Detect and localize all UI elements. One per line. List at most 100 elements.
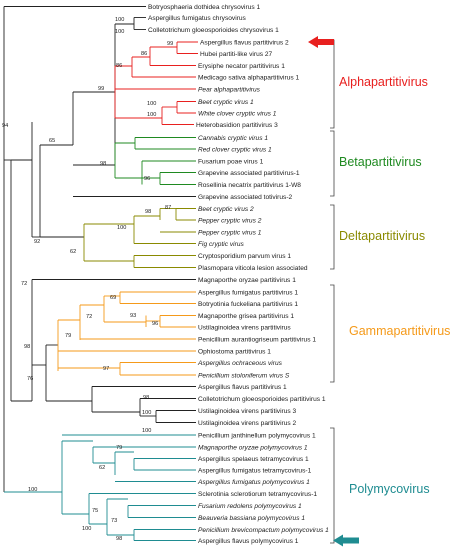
taxon-label: Botryotinia fuckeliana partitivirus 1 bbox=[198, 301, 298, 308]
taxon-label: Magnaporthe grisea partitivirus 1 bbox=[198, 313, 294, 320]
bootstrap-value: 86 bbox=[141, 51, 147, 57]
bootstrap-values: 94 100 100 99 86 86 99 100 100 65 98 96 92 98 87 100 62 7… bbox=[2, 17, 173, 542]
highlight-arrows bbox=[308, 36, 359, 547]
taxon-label: Hubei partiti-like virus 27 bbox=[200, 51, 273, 58]
bootstrap-value: 100 bbox=[115, 29, 124, 35]
taxon-label: Pepper cryptic virus 2 bbox=[198, 217, 262, 224]
clade-names: AlphapartitivirusBetapartitivirusDeltapa… bbox=[339, 75, 450, 496]
bootstrap-value: 93 bbox=[130, 313, 136, 319]
taxon-label: Grapevine associated totivirus-2 bbox=[198, 194, 293, 201]
left-arrow-icon bbox=[333, 534, 359, 547]
clade-name: Alphapartitivirus bbox=[339, 75, 428, 89]
bootstrap-value: 96 bbox=[144, 176, 150, 182]
clade-bracket bbox=[330, 130, 335, 197]
clade-name: Gammapartitivirus bbox=[349, 324, 450, 338]
bootstrap-value: 98 bbox=[24, 344, 30, 350]
taxon-label: Pepper cryptic virus 1 bbox=[198, 229, 262, 236]
bootstrap-value: 72 bbox=[86, 314, 92, 320]
bootstrap-value: 76 bbox=[27, 376, 33, 382]
taxon-labels: Botryosphaeria dothidea chrysovirus 1 Asp… bbox=[148, 4, 329, 545]
taxon-label: Aspergillus fumigatus tetramycovirus-1 bbox=[198, 467, 312, 474]
clade-bracket bbox=[330, 284, 335, 383]
taxon-label: Aspergillus flavus partitivirus 1 bbox=[198, 384, 287, 391]
bootstrap-value: 96 bbox=[152, 321, 158, 327]
bootstrap-value: 100 bbox=[142, 428, 151, 434]
bootstrap-value: 98 bbox=[116, 536, 122, 542]
taxon-label: Pear alphapartitivirus bbox=[198, 86, 261, 93]
taxon-label: Heterobasidion partitivirus 3 bbox=[196, 122, 278, 129]
taxon-label: Aspergillus flavus partitivirus 2 bbox=[200, 39, 289, 46]
taxon-label: Magnaporthe oryzae partitivirus 1 bbox=[198, 277, 296, 284]
bootstrap-value: 97 bbox=[103, 366, 109, 372]
clade-name: Betapartitivirus bbox=[339, 155, 422, 169]
tree-branches bbox=[3, 6, 198, 541]
bootstrap-value: 87 bbox=[165, 205, 171, 211]
taxon-label: Plasmopara viticola lesion associated bbox=[198, 265, 308, 272]
taxon-label: Colletotrichum gloeosporioides chrysovir… bbox=[148, 27, 279, 34]
taxon-label: Ustilaginoidea virens partitivirus bbox=[198, 324, 291, 331]
bootstrap-value: 98 bbox=[145, 209, 151, 215]
taxon-label: Beet cryptic virus 1 bbox=[198, 99, 254, 106]
bootstrap-value: 75 bbox=[92, 508, 98, 514]
left-arrow-icon bbox=[308, 36, 334, 48]
bootstrap-value: 100 bbox=[117, 225, 126, 231]
bootstrap-value: 62 bbox=[70, 249, 76, 255]
taxon-label: Rosellinia necatrix partitivirus 1-W8 bbox=[198, 182, 301, 189]
bootstrap-value: 99 bbox=[98, 86, 104, 92]
bootstrap-value: 86 bbox=[116, 63, 122, 69]
bootstrap-value: 98 bbox=[100, 161, 106, 167]
taxon-label: Medicago sativa alphapartitivirus 1 bbox=[198, 74, 299, 81]
bootstrap-value: 92 bbox=[34, 239, 40, 245]
bootstrap-value: 98 bbox=[143, 395, 149, 401]
bootstrap-value: 100 bbox=[28, 487, 37, 493]
taxon-label: Penicillium janthinellum polymycovirus 1 bbox=[198, 432, 316, 439]
taxon-label: Penicillium stoloniferum virus S bbox=[198, 372, 290, 379]
taxon-label: Erysiphe necator partitivirus 1 bbox=[198, 63, 285, 70]
taxon-label: Aspergillus fumigatus polymycovirus 1 bbox=[197, 479, 310, 486]
taxon-label: Beet cryptic virus 2 bbox=[198, 206, 254, 213]
bootstrap-value: 73 bbox=[111, 518, 117, 524]
clade-bracket bbox=[330, 204, 335, 270]
taxon-label: Grapevine associated partitivirus-1 bbox=[198, 170, 300, 177]
bootstrap-value: 100 bbox=[115, 17, 124, 23]
taxon-label: Fig cryptic virus bbox=[198, 241, 244, 248]
bootstrap-value: 100 bbox=[147, 112, 156, 118]
clade-bracket bbox=[330, 427, 335, 544]
taxon-label: Cryptosporidium parvum virus 1 bbox=[198, 253, 291, 260]
bootstrap-value: 72 bbox=[21, 281, 27, 287]
bootstrap-value: 94 bbox=[2, 123, 8, 129]
bootstrap-value: 62 bbox=[99, 465, 105, 471]
taxon-label: Aspergillus spelaeus tetramycovirus 1 bbox=[198, 456, 309, 463]
taxon-label: Ustilaginoidea virens partitivirus 3 bbox=[198, 408, 297, 415]
taxon-label: Ophiostoma partitivirus 1 bbox=[198, 348, 271, 355]
taxon-label: Fusarium redolens polymycovirus 1 bbox=[198, 503, 302, 510]
taxon-label: Cannabis cryptic virus 1 bbox=[198, 135, 268, 142]
bootstrap-value: 100 bbox=[147, 101, 156, 107]
clade-brackets bbox=[330, 39, 335, 544]
clade-name: Polymycovirus bbox=[349, 482, 430, 496]
taxon-label: Red clover cryptic virus 1 bbox=[198, 146, 272, 153]
taxon-label: Magnaporthe oryzae polymycovirus 1 bbox=[198, 444, 308, 451]
taxon-label: Fusarium poae virus 1 bbox=[198, 158, 264, 165]
taxon-label: Colletotrichum gloeosporioides partitivi… bbox=[198, 396, 326, 403]
taxon-label: Beauveria bassiana polymycovirus 1 bbox=[198, 515, 305, 522]
taxon-label: Botryosphaeria dothidea chrysovirus 1 bbox=[148, 4, 260, 11]
bootstrap-value: 99 bbox=[167, 41, 173, 47]
taxon-label: Aspergillus fumigatus chrysovirus bbox=[148, 15, 247, 22]
taxon-label: Sclerotinia sclerotiorum tetramycovirus-… bbox=[198, 491, 317, 498]
bootstrap-value: 100 bbox=[142, 410, 151, 416]
taxon-label: Penicillium brevicompactum polymycovirus… bbox=[198, 527, 329, 534]
bootstrap-value: 79 bbox=[116, 445, 122, 451]
bootstrap-value: 65 bbox=[49, 138, 55, 144]
clade-bracket bbox=[330, 39, 335, 129]
taxon-label: White clover cryptic virus 1 bbox=[198, 110, 277, 117]
taxon-label: Aspergillus ochraceous virus bbox=[197, 360, 283, 367]
bootstrap-value: 100 bbox=[82, 526, 91, 532]
taxon-label: Penicillium aurantiogriseum partitivirus… bbox=[198, 336, 316, 343]
taxon-label: Aspergillus flavus polymycovirus 1 bbox=[198, 538, 299, 545]
clade-name: Deltapartitivirus bbox=[339, 229, 425, 243]
taxon-label: Ustilaginoidea virens partitivirus 2 bbox=[198, 420, 297, 427]
bootstrap-value: 79 bbox=[65, 333, 71, 339]
bootstrap-value: 69 bbox=[110, 295, 116, 301]
